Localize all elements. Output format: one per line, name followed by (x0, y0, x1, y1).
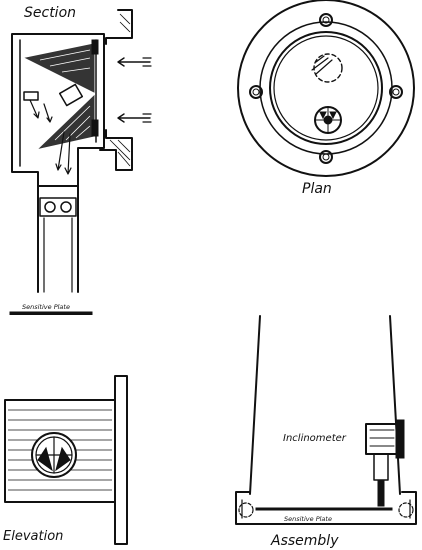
assembly-right-wall (389, 315, 401, 495)
arrow-icon (117, 113, 151, 123)
prism-icon (38, 94, 95, 149)
plan-outer-flange (237, 0, 415, 177)
assembly-label: Assembly (270, 533, 339, 549)
section-flange-hatch (109, 13, 131, 167)
assembly-plate-label: Sensitive Plate (284, 515, 332, 523)
section-view: Section (9, 5, 152, 315)
arrow-icon (43, 103, 53, 123)
bolt-hole-icon (249, 85, 263, 99)
section-collar (39, 197, 77, 217)
elevation-flange (114, 375, 128, 545)
section-sensitive-plate (9, 311, 93, 315)
arrow-icon (64, 133, 72, 175)
assembly-instrument-label: Inclinometer (283, 433, 347, 444)
dial-icon (31, 432, 77, 478)
plan-view: Plan (237, 0, 415, 197)
dial-icon (314, 106, 342, 134)
section-plate-label: Sensitive Plate (22, 303, 70, 311)
bolt-hole-icon (319, 13, 333, 27)
inclinometer (365, 419, 405, 507)
section-label: Section (24, 5, 76, 21)
section-tube (37, 185, 79, 293)
assembly-left-wall (249, 315, 261, 495)
arrow-icon (117, 57, 151, 67)
section-top-flange (105, 9, 133, 45)
plan-label: Plan (302, 181, 332, 197)
elevation-label: Elevation (3, 529, 63, 544)
arrow-icon (29, 99, 40, 119)
section-bottom-flange (99, 129, 133, 171)
arrow-icon (55, 131, 65, 171)
assembly-view: Inclinometer Sensitive Plate Assembly (235, 315, 417, 549)
assembly-base (235, 491, 417, 525)
bolt-hole-icon (319, 150, 333, 164)
assembly-sensitive-plate (255, 507, 393, 511)
bolt-hole-icon (389, 85, 403, 99)
prism-icon (24, 43, 95, 93)
elevation-view: Elevation (3, 375, 128, 545)
